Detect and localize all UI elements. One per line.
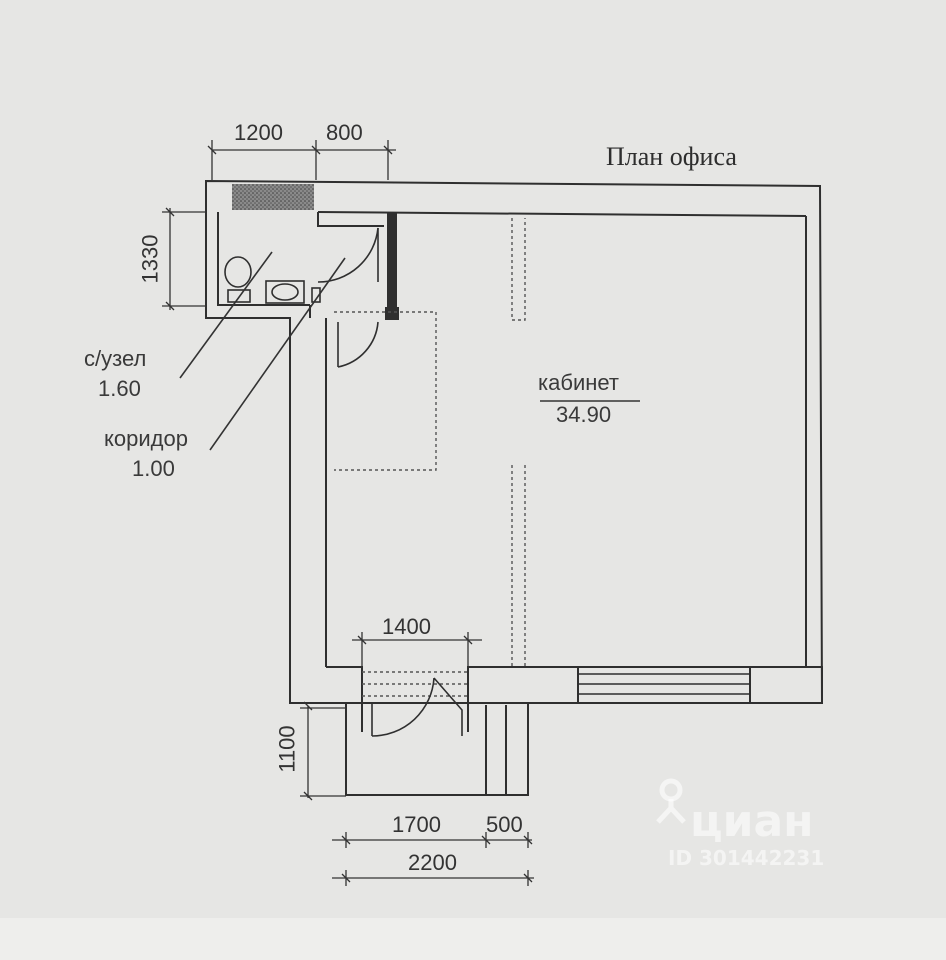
room-area-bathroom: 1.60 xyxy=(98,376,141,401)
door-swing-entrance xyxy=(371,677,435,737)
room-name-corridor: коридор xyxy=(104,426,188,451)
inner-wall-top xyxy=(317,211,807,217)
plan-title: План офиса xyxy=(606,142,737,171)
sink-icon xyxy=(265,280,305,304)
dimension-porch-total: 2200 xyxy=(408,850,457,875)
leader-corridor xyxy=(209,257,346,451)
watermark-logo-icon xyxy=(656,778,686,824)
outer-wall xyxy=(205,179,824,704)
watermark-id: ID 301442231 xyxy=(668,846,825,870)
room-name-bathroom: с/узел xyxy=(84,346,147,371)
dimension-top-right: 800 xyxy=(326,120,363,145)
bathroom-wall xyxy=(217,212,310,306)
leader-bathroom xyxy=(179,251,273,379)
door-swing-corridor xyxy=(337,321,379,368)
toilet-icon xyxy=(224,256,252,288)
dimension-porch-width: 1700 xyxy=(392,812,441,837)
room-area-office: 34.90 xyxy=(556,402,612,427)
window xyxy=(578,673,750,695)
dimension-left-height: 1330 xyxy=(137,234,163,284)
porch xyxy=(345,703,529,796)
room-area-corridor: 1.00 xyxy=(132,456,175,481)
dimension-porch-side: 500 xyxy=(486,812,523,837)
dimension-door: 1400 xyxy=(382,614,431,639)
dimension-top-left: 1200 xyxy=(234,120,283,145)
hatched-wall xyxy=(232,184,314,210)
dimension-porch-height: 1100 xyxy=(274,725,300,773)
watermark-brand: циан xyxy=(690,796,814,847)
room-name-office: кабинет xyxy=(538,370,619,395)
